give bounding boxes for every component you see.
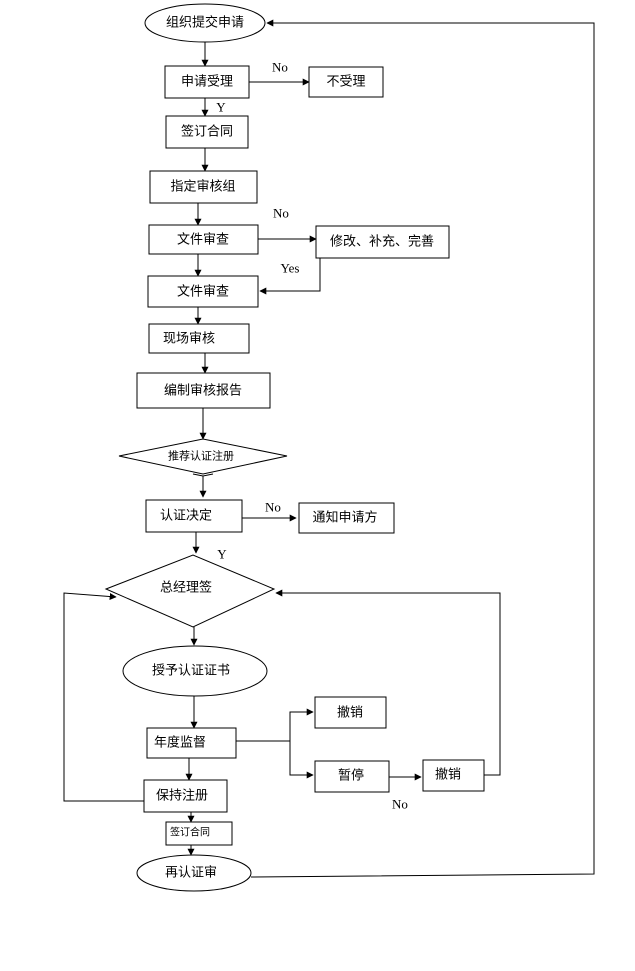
node-onsite-audit: 现场审核 [148,323,250,354]
node-reject-label: 不受理 [326,75,365,90]
edge-labels: No Y No Yes No Y No [216,60,408,812]
label-y-accept: Y [216,100,226,115]
node-revise: 修改、补充、完善 [315,225,450,259]
label-no-revise: No [273,206,289,221]
node-accept: 申请受理 [164,65,250,99]
node-org-submit-label: 组织提交申请 [166,15,244,31]
node-assign-team-label: 指定审核组 [170,180,235,195]
node-notify-applicant: 通知申请方 [298,502,395,534]
node-gm-sign-label: 总经理签 [160,580,212,596]
label-no-notify: No [265,500,281,515]
edge-revoke2-gm [275,589,501,776]
edge-maintain-gm [63,592,144,802]
node-maintain-reg: 保持注册 [143,779,228,813]
node-grant-cert: 授予认证证书 [122,645,268,697]
node-gm-sign: 总经理签 [104,554,276,628]
node-doc-review-1: 文件审查 [148,224,259,255]
node-revoke-1: 撤销 [314,696,387,729]
node-revise-label: 修改、补充、完善 [330,234,434,250]
node-suspend-label: 暂停 [338,768,364,784]
edge-recert-submit [250,19,595,878]
node-onsite-audit-label: 现场审核 [163,332,215,347]
label-no-suspend: No [392,797,408,812]
node-revoke-1-label: 撤销 [337,705,363,721]
edge-branch-revoke1 [289,708,314,741]
node-sign-contract: 签订合同 [165,115,249,149]
node-doc-review-1-label: 文件审查 [177,233,229,248]
node-cert-decision: 认证决定 [145,499,243,533]
node-revoke-2: 撤销 [422,759,485,792]
label-y-gm: Y [217,547,227,562]
node-annual-supervision: 年度监督 [146,727,237,759]
node-cert-decision-label: 认证决定 [160,509,212,524]
node-recert: 再认证审 [136,854,252,892]
edge-revise-review2 [259,258,321,295]
node-notify-applicant-label: 通知申请方 [312,510,377,526]
node-suspend: 暂停 [314,760,390,793]
node-annual-supervision-label: 年度监督 [154,735,206,751]
node-recommend: 推荐认证注册 [118,438,288,475]
node-sign-contract-2: 签订合同 [165,821,233,846]
node-reject: 不受理 [308,66,384,98]
label-no-reject: No [272,60,288,75]
node-sign-contract-2-label: 签订合同 [170,826,210,839]
node-doc-review-2-label: 文件审查 [177,285,229,300]
node-compile-report: 编制审核报告 [136,372,271,409]
node-recert-label: 再认证审 [165,866,217,881]
node-accept-label: 申请受理 [181,75,233,90]
node-grant-cert-label: 授予认证证书 [152,664,230,679]
node-sign-contract-label: 签订合同 [181,124,233,140]
node-revoke-2-label: 撤销 [435,767,461,783]
node-compile-report-label: 编制审核报告 [164,384,242,399]
label-yes-review2: Yes [281,261,300,276]
node-doc-review-2: 文件审查 [147,275,259,308]
node-assign-team: 指定审核组 [149,170,258,204]
node-recommend-label: 推荐认证注册 [168,449,234,463]
edges [63,19,595,878]
node-org-submit: 组织提交申请 [144,3,266,43]
edge-branch-suspend [289,741,314,779]
node-maintain-reg-label: 保持注册 [156,789,208,804]
